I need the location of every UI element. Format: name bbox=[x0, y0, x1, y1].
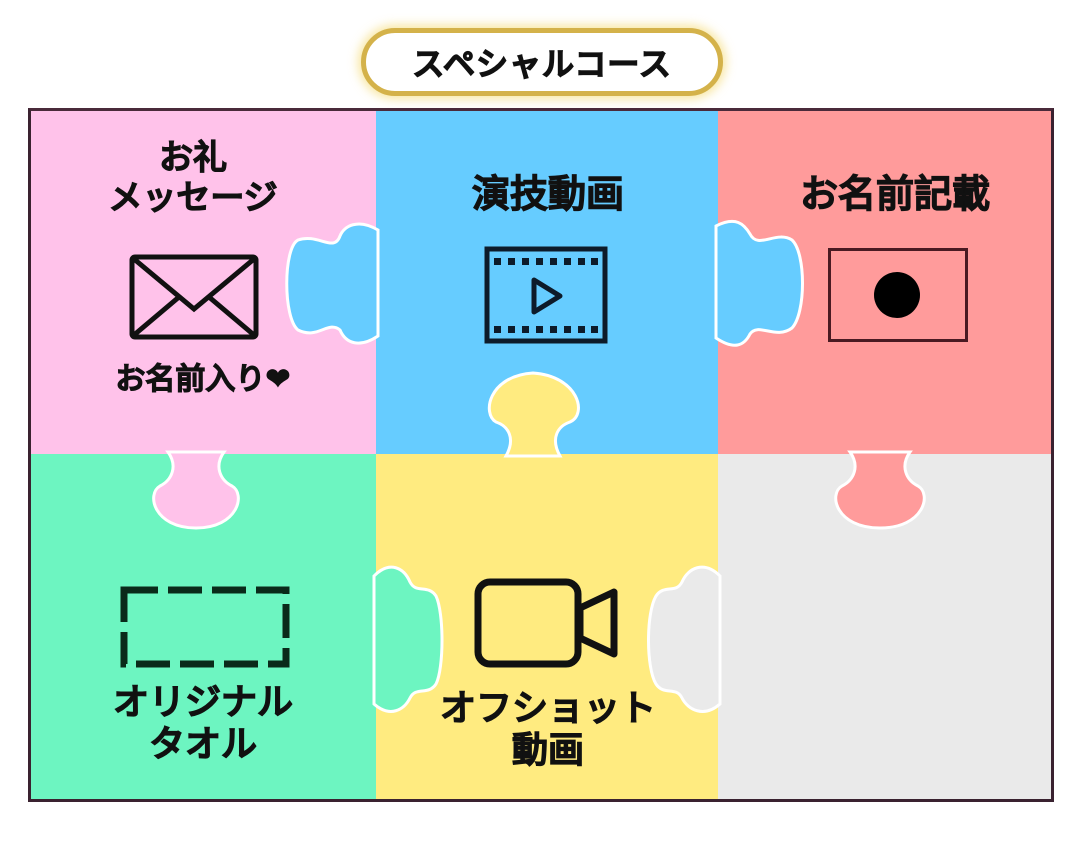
label-thanks-message: お礼 メッセージ bbox=[78, 137, 308, 219]
puzzle-pieces bbox=[28, 108, 1054, 802]
label-line: 動画 bbox=[511, 730, 584, 772]
envelope-icon bbox=[129, 254, 259, 340]
video-camera-icon bbox=[474, 578, 618, 668]
label-performance-video: 演技動画 bbox=[471, 172, 624, 217]
label-line: タオル bbox=[148, 724, 257, 766]
film-play-icon bbox=[484, 246, 608, 344]
label-offshot-video: オフショット 動画 bbox=[418, 687, 678, 773]
puzzle-board: お礼 メッセージ お名前入り❤ 演技動画 お名前記載 オリジナル タオル オフシ… bbox=[28, 108, 1054, 802]
label-original-towel: オリジナル タオル bbox=[88, 681, 318, 767]
course-title-badge: スペシャルコース bbox=[361, 28, 723, 96]
label-line: メッセージ bbox=[108, 178, 278, 219]
label-thanks-message-sub: お名前入り❤ bbox=[115, 361, 291, 397]
label-line: お礼 bbox=[159, 137, 228, 178]
label-line: オリジナル bbox=[112, 681, 293, 723]
label-line: オフショット bbox=[439, 687, 656, 729]
flag-japan-icon bbox=[828, 248, 968, 342]
course-title: スペシャルコース bbox=[412, 44, 672, 83]
label-name-entry: お名前記載 bbox=[799, 172, 990, 217]
towel-dashed-rect-icon bbox=[120, 586, 290, 668]
